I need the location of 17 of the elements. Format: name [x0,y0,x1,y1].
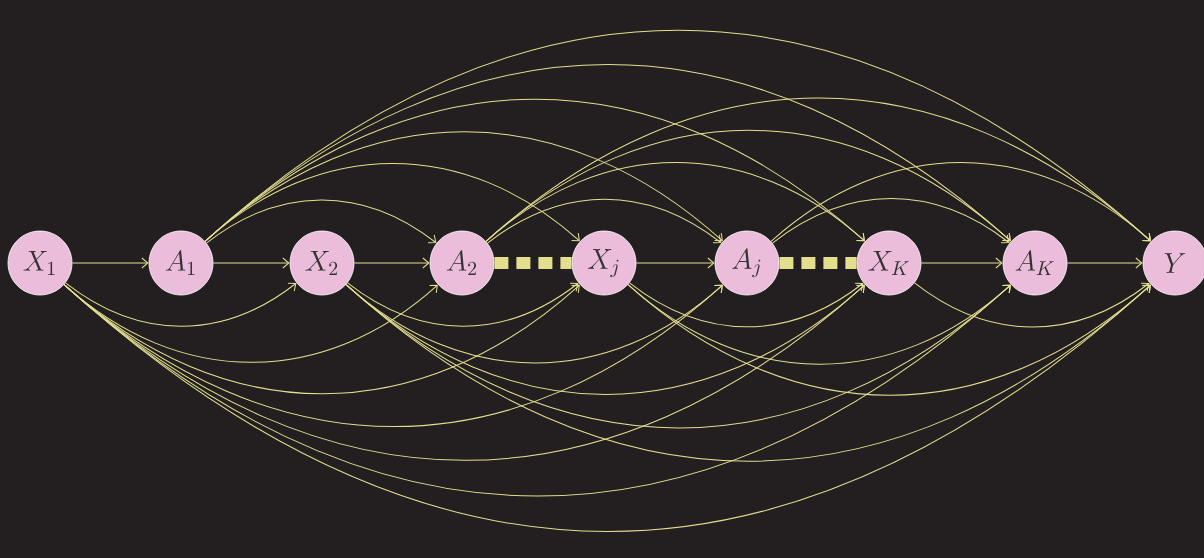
curved-arrow [629,282,864,328]
curved-arrow [206,199,437,244]
arrow [71,257,149,269]
arrow [1066,257,1143,269]
arrow [353,257,430,269]
curved-arrow [627,284,1151,396]
dotted-link [494,257,572,269]
curved-arrow [347,282,579,327]
arrow [635,257,715,269]
curved-arrow [65,282,297,327]
arrow [212,257,290,269]
curved-arrow [914,282,1150,328]
curved-arrow [770,161,1151,242]
curved-arrow [772,198,1010,244]
curved-arrow [487,198,722,244]
arrow [920,257,1003,269]
dotted-link [779,257,857,269]
